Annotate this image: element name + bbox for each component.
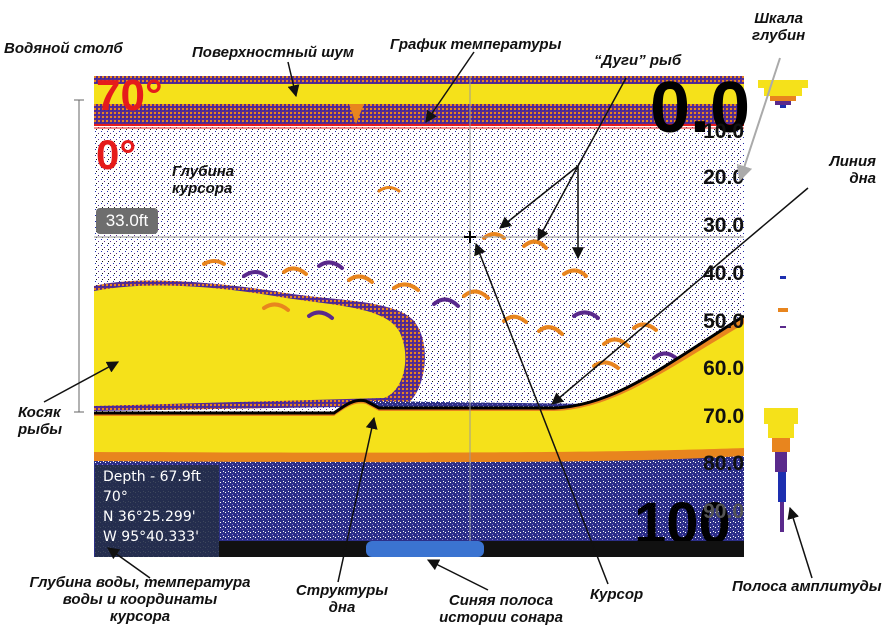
bottom-line (94, 314, 744, 415)
amplitude-bar (758, 80, 808, 532)
sonar-history-handle[interactable] (366, 541, 484, 557)
sonar-screen (94, 76, 744, 557)
sonar-graphic (94, 76, 744, 557)
bottom-yellow (94, 324, 744, 453)
label-water-column: Водяной столб (4, 40, 123, 57)
label-temp-graph: График температуры (390, 36, 562, 53)
info-temp: 70° (103, 489, 128, 505)
depth-tick-80: 80.0 (703, 452, 744, 475)
depth-tick-20: 20.0 (703, 166, 744, 189)
depth-tick-50: 50.0 (703, 310, 744, 333)
label-surface-noise: Поверхностный шум (192, 44, 354, 61)
label-info-caption: Глубина воды, температура воды и координ… (29, 574, 251, 625)
label-cursor-depth: Глубина курсора (172, 163, 235, 197)
depth-tick-70: 70.0 (703, 405, 744, 428)
label-fish-arcs: “Дуги” рыб (594, 52, 682, 69)
cursor-depth-readout: 33.0ft (96, 208, 158, 234)
surface-noise-core (94, 84, 744, 104)
label-bottom-structure: Структуры дна (295, 582, 389, 616)
info-depth: Depth - 67.9ft (103, 469, 201, 485)
depth-tick-10: 10.0 (703, 120, 744, 143)
temp-big: 70° (96, 71, 163, 120)
depth-tick-60: 60.0 (703, 357, 744, 380)
info-lat: N 36°25.299' (103, 509, 196, 525)
label-cursor: Курсор (590, 586, 644, 603)
label-fish-school: Косяк рыбы (18, 404, 63, 438)
depth-tick-30: 30.0 (703, 214, 744, 237)
label-amplitude-bar: Полоса амплитуды (732, 578, 882, 595)
depth-tick-90: 90.0 (703, 500, 744, 523)
depth-top: 0.0 (650, 68, 751, 148)
label-depth-scale: Шкала глубин (752, 10, 806, 44)
temp-small: 0° (96, 131, 137, 178)
info-box: Depth - 67.9ft 70° N 36°25.299' W 95°40.… (95, 465, 219, 557)
label-bottom-line: Линия дна (829, 153, 876, 187)
info-lon: W 95°40.333' (103, 529, 199, 545)
label-sonar-history: Синяя полоса истории сонара (439, 592, 563, 626)
